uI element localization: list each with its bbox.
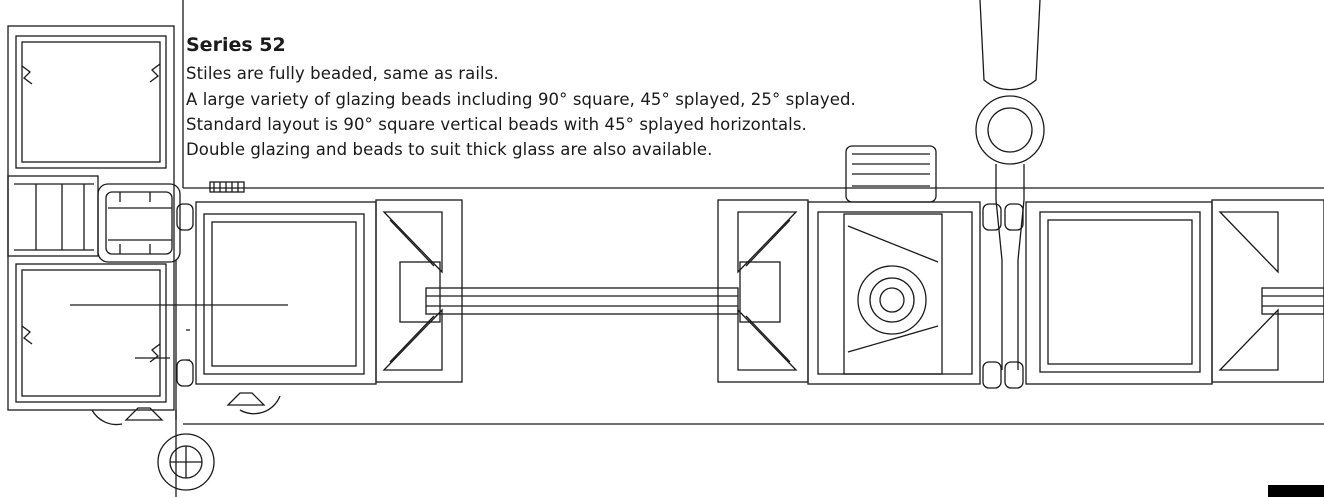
middle-sash-profile [717,199,981,385]
right-sash-profile [1025,199,1324,385]
bottom-pivot [157,433,215,491]
series-title: Series 52 [186,34,286,56]
datum-lines [70,0,1324,497]
left-jamb-profile [7,25,281,426]
description-line: Standard layout is 90° square vertical b… [186,115,807,134]
description-line: A large variety of glazing beads includi… [186,90,856,109]
lock-handle [843,145,943,375]
description-line: Double glazing and beads to suit thick g… [186,140,713,159]
left-screw [209,181,245,193]
gaskets [176,203,1024,389]
top-pivot-arm [975,0,1045,370]
page-tab [1268,485,1324,497]
description-line: Stiles are fully beaded, same as rails. [186,64,499,83]
left-sash-profile [195,199,463,385]
glass-pane [425,287,739,315]
